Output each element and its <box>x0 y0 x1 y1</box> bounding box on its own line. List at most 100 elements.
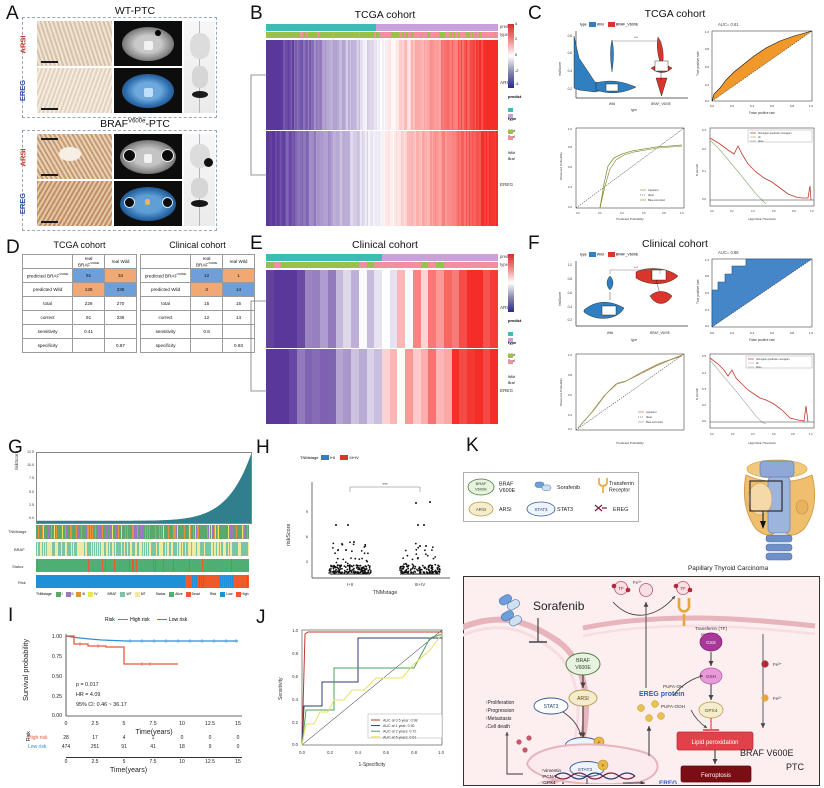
ihc-image-mut-arsi <box>37 134 112 179</box>
panel-h-legend-title: TNMstage <box>300 455 319 460</box>
panel-c-dca-curve: 0.3 0.2 0.1 0.0 N benefit Nomogram predi… <box>695 127 815 221</box>
cm-row-label: predicted Wild <box>21 282 74 297</box>
panel-k-label: K <box>466 435 479 456</box>
svg-text:ARSI: ARSI <box>577 696 589 702</box>
svg-text:↑Vimentin: ↑Vimentin <box>541 768 562 773</box>
panel-a-title-bottom: BRAFV600e-PTC <box>55 118 215 130</box>
svg-text:0.0: 0.0 <box>702 419 706 423</box>
cm-cell: 12 <box>190 268 224 283</box>
cm-cell <box>72 338 106 353</box>
legend-label: Low <box>226 592 233 597</box>
panel-f-roc-auc: AUC= 0.86 <box>718 250 739 255</box>
svg-text:Sorafenib: Sorafenib <box>533 599 585 613</box>
cm-cell: 0.41 <box>72 324 106 339</box>
svg-text:False positive rate: False positive rate <box>749 338 775 342</box>
svg-text:1.0: 1.0 <box>568 263 573 267</box>
svg-text:P: P <box>598 740 601 745</box>
panel-k-corner-line1: BRAF V600E <box>740 748 794 758</box>
svg-text:2.5: 2.5 <box>91 721 98 727</box>
svg-text:***: *** <box>634 36 638 40</box>
legend-item-braf-f: BRAF_V600E <box>615 252 639 257</box>
svg-text:None: None <box>756 367 762 369</box>
panel-g-track-tnmstage <box>36 525 250 539</box>
annot-track-predict-b <box>266 24 499 31</box>
legend-swatch <box>220 592 226 597</box>
panel-b-title: TCGA cohort <box>354 9 416 21</box>
title-braf-sup: V600e <box>128 118 146 125</box>
svg-text:ARSI: ARSI <box>499 507 512 513</box>
svg-text:0.2: 0.2 <box>730 104 735 108</box>
risk-axis-tick: 12.5 <box>205 759 215 765</box>
risk-row-value: 91 <box>121 744 127 750</box>
svg-text:N benefit: N benefit <box>695 164 699 176</box>
svg-text:0.4: 0.4 <box>355 750 361 755</box>
cm-row-label: specificity <box>21 338 74 353</box>
heatmap-e-row-label-arsi: ARSI <box>500 305 511 310</box>
svg-text:0.2: 0.2 <box>568 318 573 322</box>
pet-scan-wt <box>184 21 215 113</box>
heatmap-b-legend: 4 2 0 -2 -4 predict Wild Braf type Wild … <box>508 22 522 161</box>
axis-tick: 2.5 <box>29 502 34 507</box>
annot-label-type-b: type <box>500 32 508 37</box>
svg-text:0.6: 0.6 <box>383 750 389 755</box>
svg-text:Apparent: Apparent <box>646 410 657 414</box>
svg-text:V600E: V600E <box>475 487 487 492</box>
svg-text:0.6: 0.6 <box>568 291 573 295</box>
risk-row-value: 0 <box>236 744 240 750</box>
svg-text:0.2: 0.2 <box>702 147 706 151</box>
annot-label-predict-e: predict <box>500 254 513 259</box>
panel-i-legend-title: Risk <box>105 617 115 623</box>
ct-image-wt <box>114 21 182 66</box>
svg-text:0.4: 0.4 <box>620 211 624 215</box>
legend-swatch <box>88 592 94 597</box>
svg-text:0.5: 0.5 <box>702 354 706 358</box>
svg-text:Time(years): Time(years) <box>135 729 172 736</box>
legend-group-title: TNMstage <box>36 592 52 597</box>
svg-text:Ideal: Ideal <box>646 415 652 419</box>
panel-c-calibration-curve: 1.0 0.8 0.6 0.4 0.2 Observed Probability… <box>559 127 685 221</box>
svg-text:0.6: 0.6 <box>770 104 775 108</box>
svg-text:0.3: 0.3 <box>702 387 706 391</box>
risk-row-label: High risk <box>28 735 48 741</box>
svg-text:0.4: 0.4 <box>702 371 706 375</box>
svg-text:BRAF_V600E: BRAF_V600E <box>651 102 671 106</box>
svg-text:Wild: Wild <box>607 331 613 335</box>
panel-e-label: E <box>250 233 263 254</box>
svg-text:***: *** <box>634 266 638 270</box>
legend-label: I <box>61 592 63 597</box>
cm-cell: 0.87 <box>104 338 137 353</box>
risk-row-value: 4 <box>122 735 126 741</box>
panel-g-track-label-tnm: TNMstage <box>8 529 27 534</box>
svg-text:1.0: 1.0 <box>809 104 814 108</box>
svg-text:p = 0.017: p = 0.017 <box>76 682 99 688</box>
svg-text:BRAF_V600E: BRAF_V600E <box>650 331 670 335</box>
svg-text:0.2: 0.2 <box>292 720 298 725</box>
risk-axis-tick: 7.5 <box>149 759 157 765</box>
svg-text:0.6: 0.6 <box>292 674 298 679</box>
svg-text:P: P <box>602 763 605 768</box>
svg-text:0.4: 0.4 <box>751 209 755 213</box>
svg-text:1.0: 1.0 <box>568 127 572 131</box>
svg-text:0.8: 0.8 <box>662 211 666 215</box>
svg-text:0.2: 0.2 <box>705 324 710 328</box>
legend-label: WT <box>126 592 132 597</box>
svg-text:Predicted Probability: Predicted Probability <box>616 217 644 221</box>
svg-text:0.0: 0.0 <box>576 211 580 215</box>
annot-label-type-e: type <box>500 262 508 267</box>
panel-f-dca-curve: 0.5 0.4 0.3 0.2 0.0 N benefit Nomogram p… <box>695 353 815 445</box>
svg-text:0.6: 0.6 <box>772 432 776 436</box>
svg-text:High Risk Threshold: High Risk Threshold <box>749 217 776 221</box>
svg-text:High Risk Threshold: High Risk Threshold <box>749 441 776 445</box>
legend-swatch <box>169 592 175 597</box>
svg-text:0.8: 0.8 <box>791 432 795 436</box>
svg-text:7.5: 7.5 <box>149 721 156 727</box>
risk-row-value: 1 <box>151 735 155 741</box>
legend-swatch <box>134 592 140 597</box>
risk-row-value: 28 <box>63 735 69 741</box>
pet-ct-image-wt <box>114 68 182 113</box>
svg-text:↑PCNA: ↑PCNA <box>541 774 557 779</box>
legend-label: III <box>82 592 86 597</box>
legend-swatch <box>55 592 61 597</box>
